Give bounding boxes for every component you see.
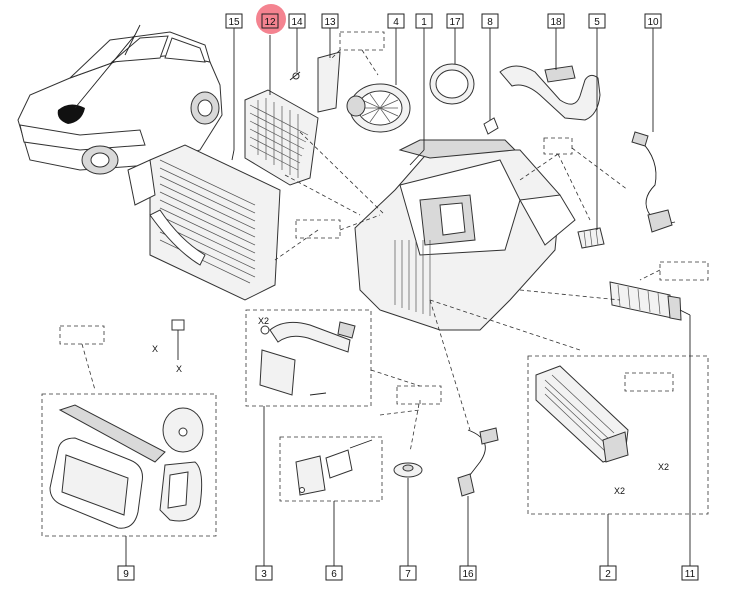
callout-6[interactable]: 6 xyxy=(325,565,343,581)
callout-14[interactable]: 14 xyxy=(288,13,306,29)
callout-16[interactable]: 16 xyxy=(459,565,477,581)
svg-text:14: 14 xyxy=(291,17,303,28)
callout-3[interactable]: 3 xyxy=(255,565,273,581)
callouts: 15 12 14 13 4 1 17 8 xyxy=(117,13,699,581)
drain-grommet xyxy=(393,462,423,478)
callout-1[interactable]: 1 xyxy=(415,13,433,29)
evaporator-core xyxy=(127,144,281,301)
hose-18 xyxy=(499,65,601,121)
callout-18[interactable]: 18 xyxy=(547,13,565,29)
svg-text:6: 6 xyxy=(331,569,337,580)
dashed-connectors xyxy=(81,49,661,453)
cabin-filter xyxy=(244,89,319,186)
blower-ring xyxy=(429,63,475,105)
vehicle-illustration xyxy=(17,24,223,175)
svg-text:18: 18 xyxy=(550,17,562,28)
svg-text:9: 9 xyxy=(123,569,129,580)
clip-8 xyxy=(483,117,499,135)
callout-13[interactable]: 13 xyxy=(321,13,339,29)
blower-resistor xyxy=(577,227,605,249)
callout-11[interactable]: 11 xyxy=(681,565,699,581)
svg-text:12: 12 xyxy=(264,17,276,28)
callout-4[interactable]: 4 xyxy=(387,13,405,29)
callout-10[interactable]: 10 xyxy=(644,13,662,29)
svg-text:5: 5 xyxy=(594,17,600,28)
svg-text:13: 13 xyxy=(324,17,336,28)
svg-text:1: 1 xyxy=(421,17,427,28)
screw-14 xyxy=(289,71,301,81)
pipe-kit xyxy=(259,321,356,396)
svg-text:16: 16 xyxy=(462,569,474,580)
callout-17[interactable]: 17 xyxy=(446,13,464,29)
svg-text:8: 8 xyxy=(487,17,493,28)
seal-strip xyxy=(317,51,341,113)
quantity-labels: X2 X2 X2 X X xyxy=(152,316,669,496)
callout-12[interactable]: 12 xyxy=(261,13,279,29)
svg-text:7: 7 xyxy=(405,569,411,580)
callout-leaders xyxy=(125,27,691,566)
qty-label-x2-a: X2 xyxy=(258,316,269,326)
callout-7[interactable]: 7 xyxy=(399,565,417,581)
callout-8[interactable]: 8 xyxy=(481,13,499,29)
group-frames xyxy=(41,309,709,537)
qty-label-x-b: X xyxy=(176,364,182,374)
callout-15[interactable]: 15 xyxy=(225,13,243,29)
svg-text:15: 15 xyxy=(228,17,240,28)
svg-text:3: 3 xyxy=(261,569,267,580)
expansion-valve xyxy=(295,439,373,496)
electric-heater xyxy=(609,281,682,321)
temperature-sensor xyxy=(457,427,499,497)
qty-label-x2-c: X2 xyxy=(614,486,625,496)
blower-motor xyxy=(346,83,411,133)
svg-text:10: 10 xyxy=(647,17,659,28)
callout-9[interactable]: 9 xyxy=(117,565,135,581)
callout-5[interactable]: 5 xyxy=(588,13,606,29)
heater-core xyxy=(535,365,629,463)
hvac-housing xyxy=(354,139,576,331)
qty-label-x-a: X xyxy=(152,344,158,354)
callout-2[interactable]: 2 xyxy=(599,565,617,581)
svg-text:11: 11 xyxy=(685,569,696,580)
sensor-wire xyxy=(631,131,676,233)
qty-label-x2-b: X2 xyxy=(658,462,669,472)
svg-text:4: 4 xyxy=(393,17,399,28)
svg-text:17: 17 xyxy=(449,17,461,28)
svg-text:2: 2 xyxy=(605,569,611,580)
seal-kit xyxy=(49,319,204,529)
